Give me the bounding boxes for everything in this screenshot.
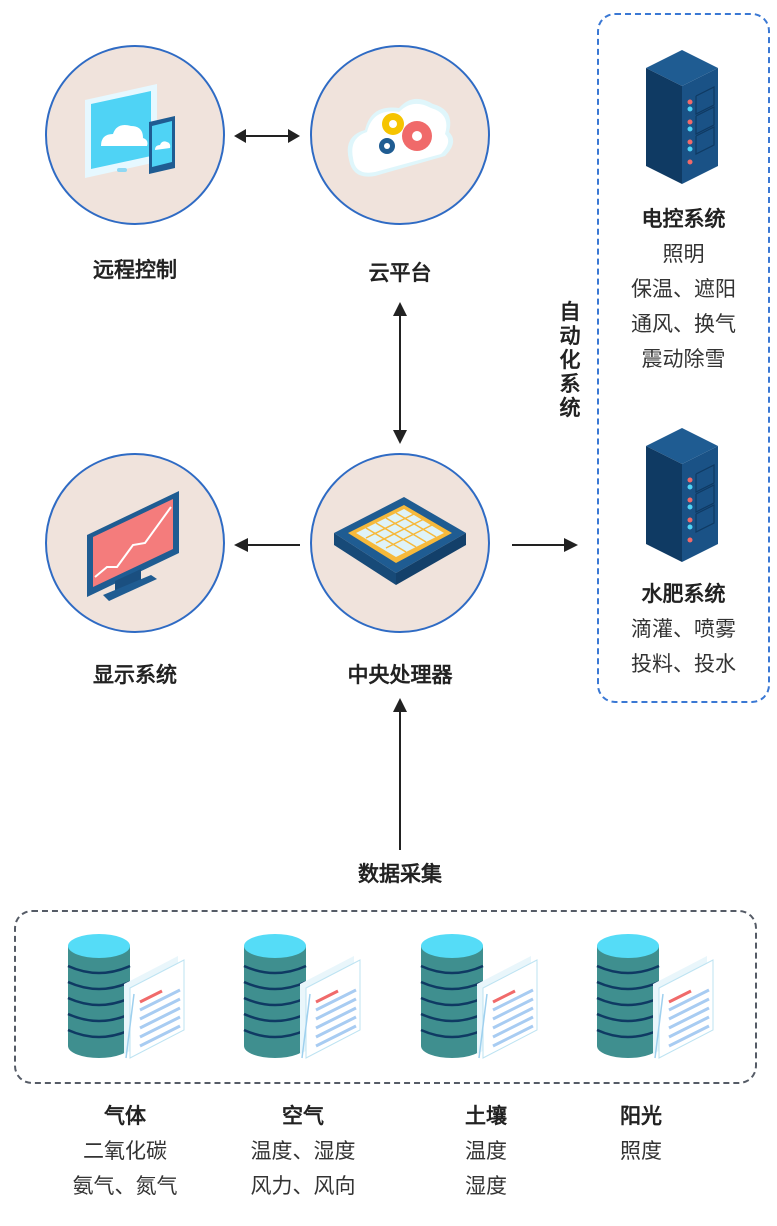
data-cpu-arrow: [393, 698, 407, 850]
electric-control-item: 震动除雪: [641, 347, 726, 371]
source-air-item: 风力、风向: [250, 1174, 356, 1198]
automation-system-group: [597, 13, 770, 703]
source-air-title: 空气: [282, 1104, 324, 1128]
source-soil-title: 土壤: [465, 1104, 507, 1128]
display-system-label: 显示系统: [93, 663, 177, 687]
cpu-node: [310, 453, 490, 633]
data-collection-label: 数据采集: [358, 862, 442, 886]
source-gas-item: 氨气、氮气: [72, 1174, 178, 1198]
water-fertilizer-title: 水肥系统: [641, 582, 726, 606]
water-fertilizer-item: 投料、投水: [631, 652, 736, 676]
database-document-icon: [66, 932, 186, 1060]
source-sunlight-title: 阳光: [620, 1104, 662, 1128]
cpu-automation-arrow: [512, 538, 578, 552]
source-gas-item: 二氧化碳: [83, 1139, 167, 1163]
server-rack-icon: [646, 428, 718, 562]
remote-control-label: 远程控制: [93, 258, 177, 282]
data-collection-group: [14, 910, 757, 1084]
source-soil-item: 温度: [465, 1139, 507, 1163]
electric-control-item: 照明: [662, 242, 705, 266]
tablet-phone-cloud-icon: [85, 84, 175, 178]
server-rack-icon: [646, 50, 718, 184]
database-document-icon: [595, 932, 715, 1060]
electric-control-item: 保温、遮阳: [631, 277, 736, 301]
cpu-display-arrow: [234, 538, 300, 552]
electric-control-title: 电控系统: [641, 207, 726, 231]
cpu-chip-icon: [334, 497, 466, 585]
electric-control-item: 通风、换气: [631, 312, 736, 336]
source-gas-title: 气体: [104, 1104, 146, 1128]
source-soil-item: 湿度: [465, 1174, 507, 1198]
automation-system-label: 自动化系统: [559, 300, 581, 420]
cpu-label: 中央处理器: [347, 663, 453, 687]
cloud-platform-label: 云平台: [368, 261, 432, 285]
database-document-icon: [242, 932, 362, 1060]
cloud-gears-icon: [347, 98, 454, 177]
monitor-chart-icon: [87, 491, 179, 601]
remote-control-node: [45, 45, 225, 225]
cloud-platform-node: [310, 45, 490, 225]
database-document-icon: [419, 932, 539, 1060]
remote-cloud-arrow: [234, 129, 300, 143]
cloud-cpu-arrow: [393, 302, 407, 444]
source-air-item: 温度、湿度: [250, 1139, 356, 1163]
water-fertilizer-item: 滴灌、喷雾: [631, 617, 736, 641]
display-system-node: [45, 453, 225, 633]
source-sunlight-item: 照度: [620, 1139, 662, 1163]
